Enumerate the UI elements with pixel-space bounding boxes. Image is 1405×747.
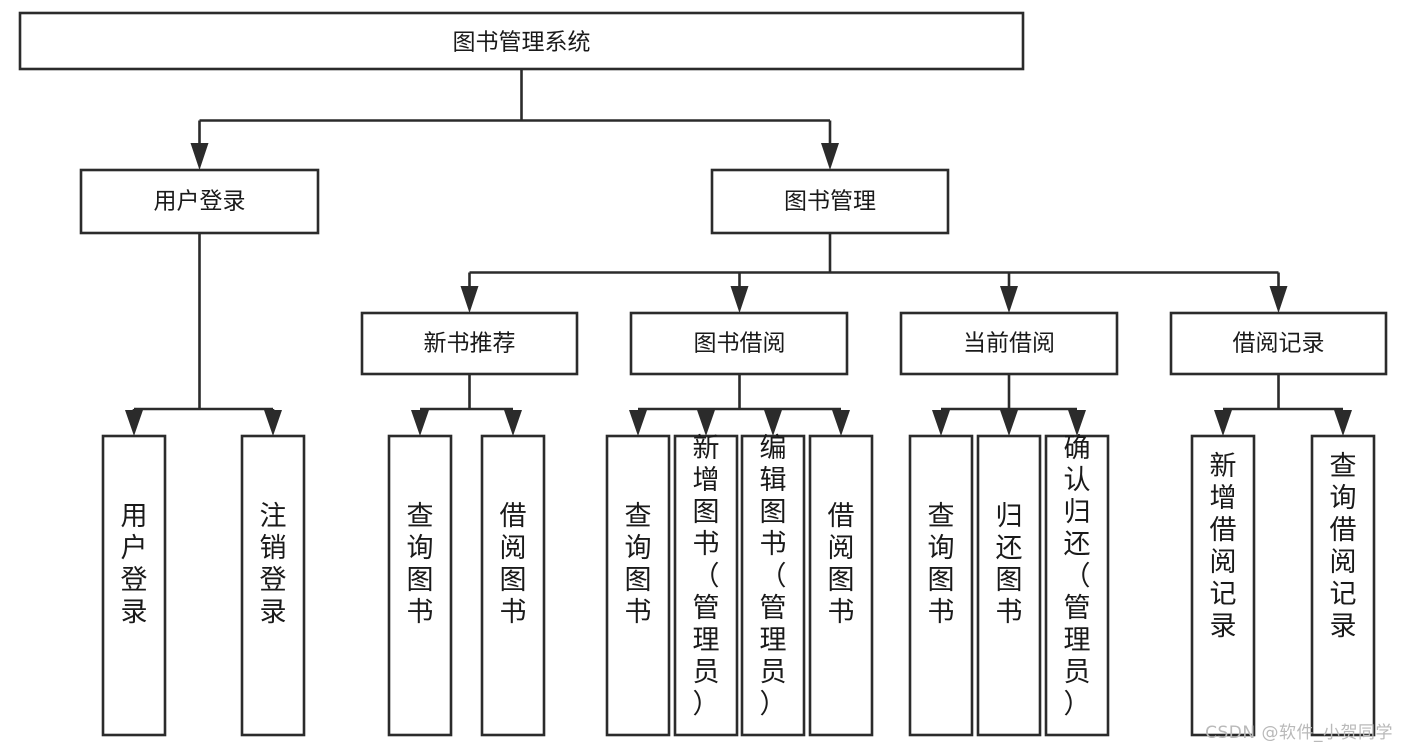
node-current-borrow-box[interactable] (899, 311, 1119, 376)
leaf-borrow-book-1-label: 借阅图书 (500, 501, 527, 628)
node-book-borrow-box[interactable] (629, 311, 849, 376)
leaf-add-record[interactable]: 新增借阅记录 (1190, 434, 1256, 737)
node-book-borrow-label: 图书借阅 (694, 331, 786, 357)
leaf-return-book-label: 归还图书 (996, 501, 1023, 628)
leaf-borrow-book-2-label: 借阅图书 (828, 501, 855, 628)
arrow-cb-to-leaf1 (932, 410, 950, 436)
leaf-query-book-3[interactable]: 查询图书 (908, 434, 974, 737)
leaf-borrow-book-1-box[interactable] (480, 434, 546, 737)
node-borrow-record-label: 借阅记录 (1233, 331, 1325, 357)
leaf-query-book-2-label: 查询图书 (625, 501, 652, 628)
leaf-query-record-box[interactable] (1310, 434, 1376, 737)
arrow-bm-to-book-borrow (730, 286, 749, 313)
leaf-logout-login-label: 注销登录 (260, 501, 287, 628)
node-root[interactable]: 图书管理系统 (18, 11, 1025, 71)
leaf-query-book-1-label: 查询图书 (407, 501, 434, 628)
leaf-confirm-return-label: 确认归还（管理员） (1064, 433, 1091, 720)
leaf-add-book[interactable]: 新增图书（管理员） (673, 433, 739, 737)
leaf-add-book-box[interactable] (673, 434, 739, 737)
leaf-user-login-label: 用户登录 (121, 501, 148, 628)
leaf-query-book-2[interactable]: 查询图书 (605, 434, 671, 737)
arrow-root-to-user-login (190, 143, 209, 170)
leaf-query-book-1-box[interactable] (387, 434, 453, 737)
node-borrow-record-box[interactable] (1169, 311, 1388, 376)
node-book-management-label: 图书管理 (784, 189, 876, 215)
leaf-query-record-label: 查询借阅记录 (1330, 451, 1357, 642)
leaf-edit-book-label: 编辑图书（管理员） (760, 433, 787, 720)
arrow-bb-to-leaf3 (764, 410, 782, 436)
arrow-br-to-leaf2 (1334, 410, 1352, 436)
leaf-logout-login[interactable]: 注销登录 (240, 434, 306, 737)
arrow-ul-to-leaf1 (125, 410, 143, 436)
arrow-bm-to-borrow-record (1269, 286, 1288, 313)
leaf-return-book[interactable]: 归还图书 (976, 434, 1042, 737)
leaf-logout-login-box[interactable] (240, 434, 306, 737)
leaf-user-login[interactable]: 用户登录 (101, 434, 167, 737)
node-new-book-recommend[interactable]: 新书推荐 (360, 311, 579, 376)
node-root-label: 图书管理系统 (453, 30, 591, 56)
node-book-management[interactable]: 图书管理 (710, 168, 950, 235)
leaf-add-book-label: 新增图书（管理员） (693, 433, 720, 720)
leaf-query-book-3-label: 查询图书 (928, 501, 955, 628)
leaf-confirm-return-box[interactable] (1044, 434, 1110, 737)
leaf-query-book-3-box[interactable] (908, 434, 974, 737)
leaf-query-book-1[interactable]: 查询图书 (387, 434, 453, 737)
node-user-login-box[interactable] (79, 168, 320, 235)
connector-layer (125, 69, 1352, 436)
node-current-borrow[interactable]: 当前借阅 (899, 311, 1119, 376)
leaf-borrow-book-2-box[interactable] (808, 434, 874, 737)
node-user-login[interactable]: 用户登录 (79, 168, 320, 235)
arrow-ul-to-leaf2 (264, 410, 282, 436)
arrow-root-to-book-management (821, 143, 839, 170)
leaf-user-login-box[interactable] (101, 434, 167, 737)
arrow-bb-to-leaf4 (832, 410, 850, 436)
arrow-cb-to-leaf2 (1000, 410, 1018, 436)
leaf-query-record[interactable]: 查询借阅记录 (1310, 434, 1376, 737)
node-book-borrow[interactable]: 图书借阅 (629, 311, 849, 376)
arrow-nbr-to-leaf1 (411, 410, 429, 436)
leaf-add-record-label: 新增借阅记录 (1210, 451, 1237, 642)
arrow-cb-to-leaf3 (1068, 410, 1086, 436)
node-borrow-record[interactable]: 借阅记录 (1169, 311, 1388, 376)
arrow-bm-to-current-borrow (1000, 286, 1018, 313)
leaf-confirm-return[interactable]: 确认归还（管理员） (1044, 433, 1110, 737)
leaf-query-book-2-box[interactable] (605, 434, 671, 737)
leaf-return-book-box[interactable] (976, 434, 1042, 737)
leaf-borrow-book-2[interactable]: 借阅图书 (808, 434, 874, 737)
leaf-borrow-book-1[interactable]: 借阅图书 (480, 434, 546, 737)
leaf-add-record-box[interactable] (1190, 434, 1256, 737)
node-book-management-box[interactable] (710, 168, 950, 235)
arrow-bb-to-leaf1 (629, 410, 647, 436)
node-new-book-recommend-box[interactable] (360, 311, 579, 376)
leaf-edit-book-box[interactable] (740, 434, 806, 737)
node-user-login-label: 用户登录 (154, 189, 246, 215)
node-current-borrow-label: 当前借阅 (963, 331, 1055, 357)
arrow-bb-to-leaf2 (697, 410, 715, 436)
node-root-box[interactable] (18, 11, 1025, 71)
arrow-br-to-leaf1 (1214, 410, 1232, 436)
arrow-nbr-to-leaf2 (504, 410, 522, 436)
leaf-edit-book[interactable]: 编辑图书（管理员） (740, 433, 806, 737)
arrow-bm-to-new-book (460, 286, 479, 313)
node-new-book-recommend-label: 新书推荐 (424, 331, 516, 357)
